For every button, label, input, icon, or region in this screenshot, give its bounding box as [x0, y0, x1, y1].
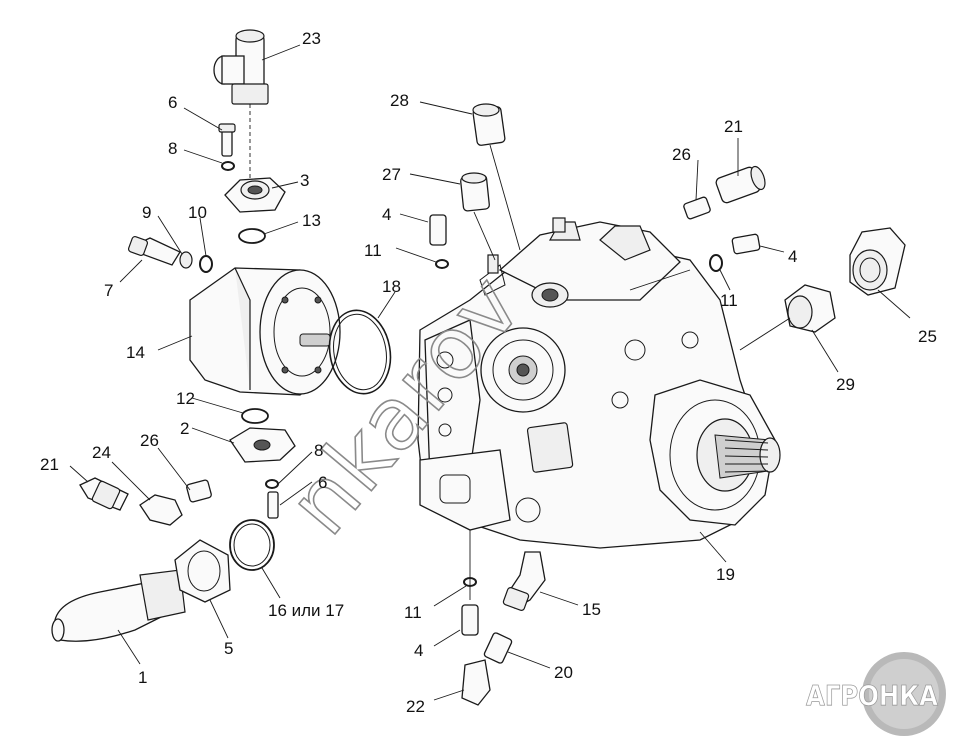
- label-16-17: 16 или 17: [268, 601, 344, 620]
- label-20: 20: [554, 663, 573, 682]
- o-ring-12: [241, 408, 269, 424]
- label-10: 10: [188, 203, 207, 222]
- elbow-24: [139, 494, 183, 526]
- label-11-right: 11: [720, 291, 738, 310]
- washer-11-right: [709, 254, 723, 272]
- fitting-21-left: [79, 477, 129, 511]
- label-6-bottom: 6: [318, 473, 327, 492]
- washer-10: [199, 255, 213, 273]
- label-21-right: 21: [724, 117, 743, 136]
- seal-ring-18: [328, 309, 392, 395]
- fitting-26-left: [186, 479, 212, 503]
- label-24: 24: [92, 443, 111, 462]
- logo-text: АГРОНКА: [806, 679, 938, 712]
- leader-lines: [69, 44, 911, 701]
- label-4-top: 4: [382, 205, 391, 224]
- label-11-bottom: 11: [404, 603, 422, 622]
- part-labels: 1 2 3 4 4 4 5 6 6 7 8 8 9 10 11 11 11 12…: [40, 29, 937, 716]
- bolt-6-bottom: [267, 491, 279, 519]
- fitting-27: [460, 172, 490, 212]
- label-15: 15: [582, 600, 601, 619]
- label-8-top: 8: [168, 139, 177, 158]
- o-ring-13: [238, 228, 266, 244]
- label-1: 1: [138, 668, 147, 687]
- elbow-25: [849, 227, 906, 296]
- pump-housing: [417, 217, 781, 549]
- elbow-22: [461, 659, 491, 706]
- bolt-7: [127, 235, 181, 266]
- flange-2: [229, 427, 296, 463]
- label-4-right: 4: [788, 247, 797, 266]
- tee-fitting-23: [213, 29, 269, 105]
- fitting-4-right: [731, 233, 761, 255]
- label-18: 18: [382, 277, 401, 296]
- label-28: 28: [390, 91, 409, 110]
- label-19: 19: [716, 565, 735, 584]
- seal-16-17: [229, 519, 275, 571]
- label-4-bottom: 4: [414, 641, 423, 660]
- washer-11-top: [435, 259, 449, 269]
- fitting-4-bottom: [461, 604, 479, 636]
- label-26-left: 26: [140, 431, 159, 450]
- flange-3: [224, 177, 286, 213]
- agronka-logo: АГРОНКА: [806, 652, 946, 736]
- adapter-29: [784, 284, 836, 333]
- label-14: 14: [126, 343, 145, 362]
- fitting-26-right: [683, 196, 711, 220]
- label-6-top: 6: [168, 93, 177, 112]
- label-11-top: 11: [364, 241, 382, 260]
- label-22: 22: [406, 697, 425, 716]
- label-8-bottom: 8: [314, 441, 323, 460]
- label-5: 5: [224, 639, 233, 658]
- label-9: 9: [142, 203, 151, 222]
- nut-5: [174, 539, 231, 603]
- label-26-right: 26: [672, 145, 691, 164]
- elbow-15: [502, 551, 546, 611]
- fitting-4-top: [429, 214, 447, 246]
- label-7: 7: [104, 281, 113, 300]
- hose-1: [51, 569, 186, 642]
- label-12: 12: [176, 389, 195, 408]
- label-25: 25: [918, 327, 937, 346]
- label-13: 13: [302, 211, 321, 230]
- auxiliary-pump-14: [189, 267, 341, 396]
- label-21-left: 21: [40, 455, 59, 474]
- label-27: 27: [382, 165, 401, 184]
- washer-9: [179, 251, 193, 269]
- fitting-20: [483, 632, 513, 664]
- label-3: 3: [300, 171, 309, 190]
- label-23: 23: [302, 29, 321, 48]
- fitting-21-right: [715, 165, 766, 204]
- washer-8-top: [221, 161, 235, 171]
- label-2: 2: [180, 419, 189, 438]
- label-29: 29: [836, 375, 855, 394]
- fitting-28: [472, 103, 506, 146]
